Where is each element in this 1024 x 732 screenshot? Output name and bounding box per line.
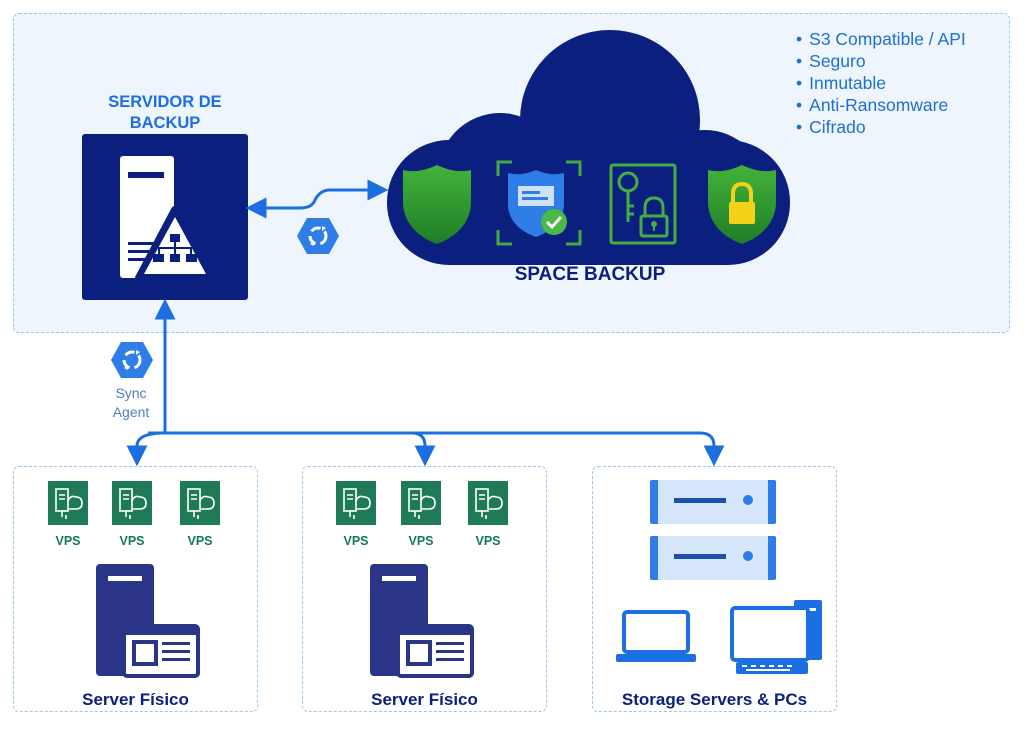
server-network-icon — [120, 156, 215, 282]
vps-label: VPS — [343, 534, 369, 548]
sync-agent-icon — [111, 342, 153, 378]
vps-icon — [180, 481, 220, 525]
sync-agent-label-line2: Agent — [112, 404, 150, 420]
target-title: Server Físico — [82, 690, 189, 709]
desktop-pc-icon — [730, 600, 822, 674]
vps-label: VPS — [55, 534, 81, 548]
vps-label: VPS — [187, 534, 213, 548]
feature-item: Inmutable — [796, 72, 966, 94]
target-title: Server Físico — [371, 690, 478, 709]
key-lock-icon — [609, 163, 677, 245]
backup-server-title: SERVIDOR DE BACKUP — [82, 92, 248, 134]
vps-icon — [48, 481, 88, 525]
vps-icon — [112, 481, 152, 525]
feature-item: S3 Compatible / API — [796, 28, 966, 50]
server-cloud-link — [245, 179, 389, 219]
link-target-2 — [411, 431, 436, 467]
backup-server-title-line2: BACKUP — [129, 114, 201, 132]
cloud-title: SPACE BACKUP — [514, 264, 666, 285]
laptop-icon — [616, 610, 696, 662]
link-target-3 — [699, 431, 725, 467]
feature-item: Seguro — [796, 50, 966, 72]
vps-icon — [401, 481, 441, 525]
feature-list: S3 Compatible / API Seguro Inmutable Ant… — [796, 28, 966, 138]
verified-document-icon — [496, 160, 582, 246]
target-title: Storage Servers & PCs — [621, 690, 808, 709]
sync-agent-label: Sync Agent — [100, 384, 162, 422]
shield-icon — [403, 165, 471, 244]
sync-hexagon-icon — [297, 218, 339, 254]
vps-label: VPS — [475, 534, 501, 548]
vps-icon — [468, 481, 508, 525]
feature-item: Cifrado — [796, 116, 966, 138]
backup-server-box — [82, 134, 248, 300]
physical-server-icon — [96, 564, 200, 678]
physical-server-icon — [370, 564, 474, 678]
sync-agent-label-line1: Sync — [115, 385, 147, 401]
link-target-1 — [126, 431, 166, 467]
backup-server-title-line1: SERVIDOR DE — [108, 93, 222, 111]
storage-server-icon — [650, 480, 776, 580]
shield-lock-icon — [708, 165, 776, 244]
vps-label: VPS — [408, 534, 434, 548]
feature-item: Anti-Ransomware — [796, 94, 966, 116]
vps-label: VPS — [119, 534, 145, 548]
vps-icon — [336, 481, 376, 525]
